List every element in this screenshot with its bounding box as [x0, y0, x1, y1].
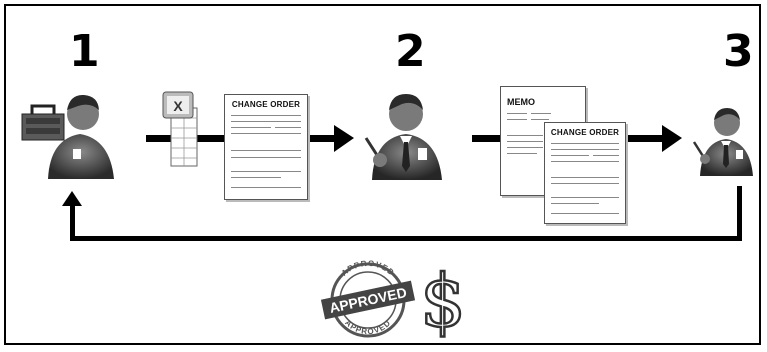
- step-number-3: 3: [723, 26, 754, 77]
- diagram-frame: 1 2 3: [4, 4, 761, 345]
- return-arrow-3-to-1: [62, 186, 742, 241]
- step-number-1: 1: [69, 26, 100, 77]
- dollar-sign: $: [420, 259, 466, 338]
- manager-with-pen-icon-3: [692, 108, 753, 176]
- change-order-title: CHANGE ORDER: [231, 100, 301, 109]
- worker-with-toolbox-icon: [21, 94, 114, 179]
- change-order-title-2: CHANGE ORDER: [550, 128, 620, 137]
- step-number-2: 2: [395, 26, 426, 77]
- change-order-document-icon: CHANGE ORDER: [224, 94, 308, 200]
- approved-stamp-icon: APPROVED APPROVED APPROVED: [320, 259, 416, 338]
- memo-title: MEMO: [507, 97, 535, 107]
- change-order-document-icon-2: CHANGE ORDER: [544, 122, 626, 224]
- dollar-sign-icon: $: [419, 258, 467, 338]
- manager-with-pen-icon: [364, 94, 442, 180]
- spreadsheet-icon: X: [162, 91, 198, 167]
- spreadsheet-icon-letter: X: [173, 98, 183, 114]
